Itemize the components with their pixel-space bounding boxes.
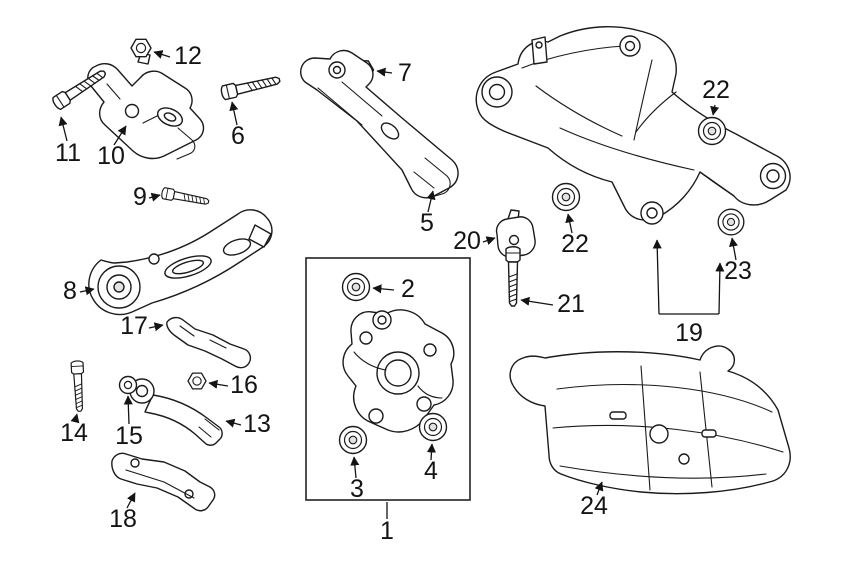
callout-15-label[interactable]: 15	[115, 422, 143, 450]
part-13-link-arm	[129, 378, 223, 446]
callout-3-label[interactable]: 3	[350, 475, 364, 503]
callout-17-label[interactable]: 17	[120, 312, 148, 340]
callout-17[interactable]: 17	[120, 312, 164, 340]
part-1-item-box	[305, 257, 471, 501]
callout-8-label[interactable]: 8	[63, 277, 77, 305]
callout-13-label[interactable]: 13	[243, 410, 271, 438]
callout-4-label[interactable]: 4	[424, 457, 438, 485]
callout-12[interactable]: 12	[153, 42, 202, 70]
callout-15[interactable]: 15	[115, 395, 143, 450]
callout-18[interactable]: 18	[109, 492, 137, 533]
callout-9-label[interactable]: 9	[133, 183, 147, 211]
callout-14[interactable]: 14	[60, 413, 88, 447]
callout-16[interactable]: 16	[208, 371, 258, 399]
callout-22-upper[interactable]: 22	[702, 76, 730, 116]
part-23-bushing	[717, 208, 745, 236]
callout-2-label[interactable]: 2	[401, 275, 415, 303]
callout-23[interactable]: 23	[724, 237, 752, 285]
callout-5[interactable]: 5	[420, 190, 436, 237]
part-1-knuckle	[342, 309, 455, 433]
part-17-brace	[166, 316, 252, 369]
callout-10[interactable]: 10	[97, 125, 127, 170]
part-4-bushing	[418, 412, 448, 442]
part-9-bolt	[160, 186, 211, 208]
callout-20-label[interactable]: 20	[453, 227, 481, 255]
part-24-underbody-cover	[509, 345, 791, 495]
callout-3[interactable]: 3	[350, 456, 364, 503]
callout-20[interactable]: 20	[453, 227, 496, 255]
callout-10-label[interactable]: 10	[97, 142, 125, 170]
part-6-bolt	[219, 72, 282, 101]
callout-5-label[interactable]: 5	[420, 209, 434, 237]
callout-16-label[interactable]: 16	[230, 371, 258, 399]
callout-7-label[interactable]: 7	[398, 59, 412, 87]
part-22-bushing-upper	[697, 116, 727, 146]
callout-24-label[interactable]: 24	[580, 492, 608, 520]
callout-1-label[interactable]: 1	[380, 517, 394, 545]
callout-12-label[interactable]: 12	[174, 42, 202, 70]
callout-23-label[interactable]: 23	[724, 257, 752, 285]
part-10-upper-control-arm	[87, 52, 205, 160]
part-18-bracket	[111, 452, 216, 512]
part-14-bolt	[70, 360, 87, 413]
part-22-bushing-lower	[551, 182, 581, 212]
part-19-subframe	[475, 26, 791, 225]
callout-14-label[interactable]: 14	[60, 419, 88, 447]
part-16-nut	[187, 372, 207, 390]
part-2-bushing	[341, 272, 371, 302]
callout-24[interactable]: 24	[580, 481, 608, 520]
callout-1[interactable]: 1	[380, 502, 394, 545]
part-3-bushing	[338, 425, 368, 455]
callout-7[interactable]: 7	[376, 59, 412, 87]
callout-22-lower-label[interactable]: 22	[561, 230, 589, 258]
callout-11[interactable]: 11	[55, 116, 81, 167]
callout-11-label[interactable]: 11	[55, 139, 81, 167]
callout-4[interactable]: 4	[424, 443, 438, 485]
part-21-bolt	[505, 246, 521, 307]
callout-6-label[interactable]: 6	[231, 122, 245, 150]
callout-19[interactable]: 19	[652, 239, 725, 347]
callout-6[interactable]: 6	[229, 101, 245, 150]
callout-21[interactable]: 21	[520, 290, 585, 318]
part-12-nut	[130, 38, 152, 58]
callout-13[interactable]: 13	[225, 410, 271, 438]
callout-2[interactable]: 2	[372, 275, 415, 303]
callout-22-upper-label[interactable]: 22	[702, 76, 730, 104]
part-15-washer	[118, 375, 138, 395]
part-8-trailing-arm	[88, 209, 273, 316]
callout-19-label[interactable]: 19	[675, 319, 703, 347]
callout-22-lower[interactable]: 22	[561, 213, 589, 258]
callout-21-label[interactable]: 21	[557, 290, 585, 318]
callout-18-label[interactable]: 18	[109, 505, 137, 533]
callout-8[interactable]: 8	[63, 277, 95, 305]
callout-9[interactable]: 9	[133, 183, 161, 211]
part-5-lateral-arm	[300, 49, 459, 199]
